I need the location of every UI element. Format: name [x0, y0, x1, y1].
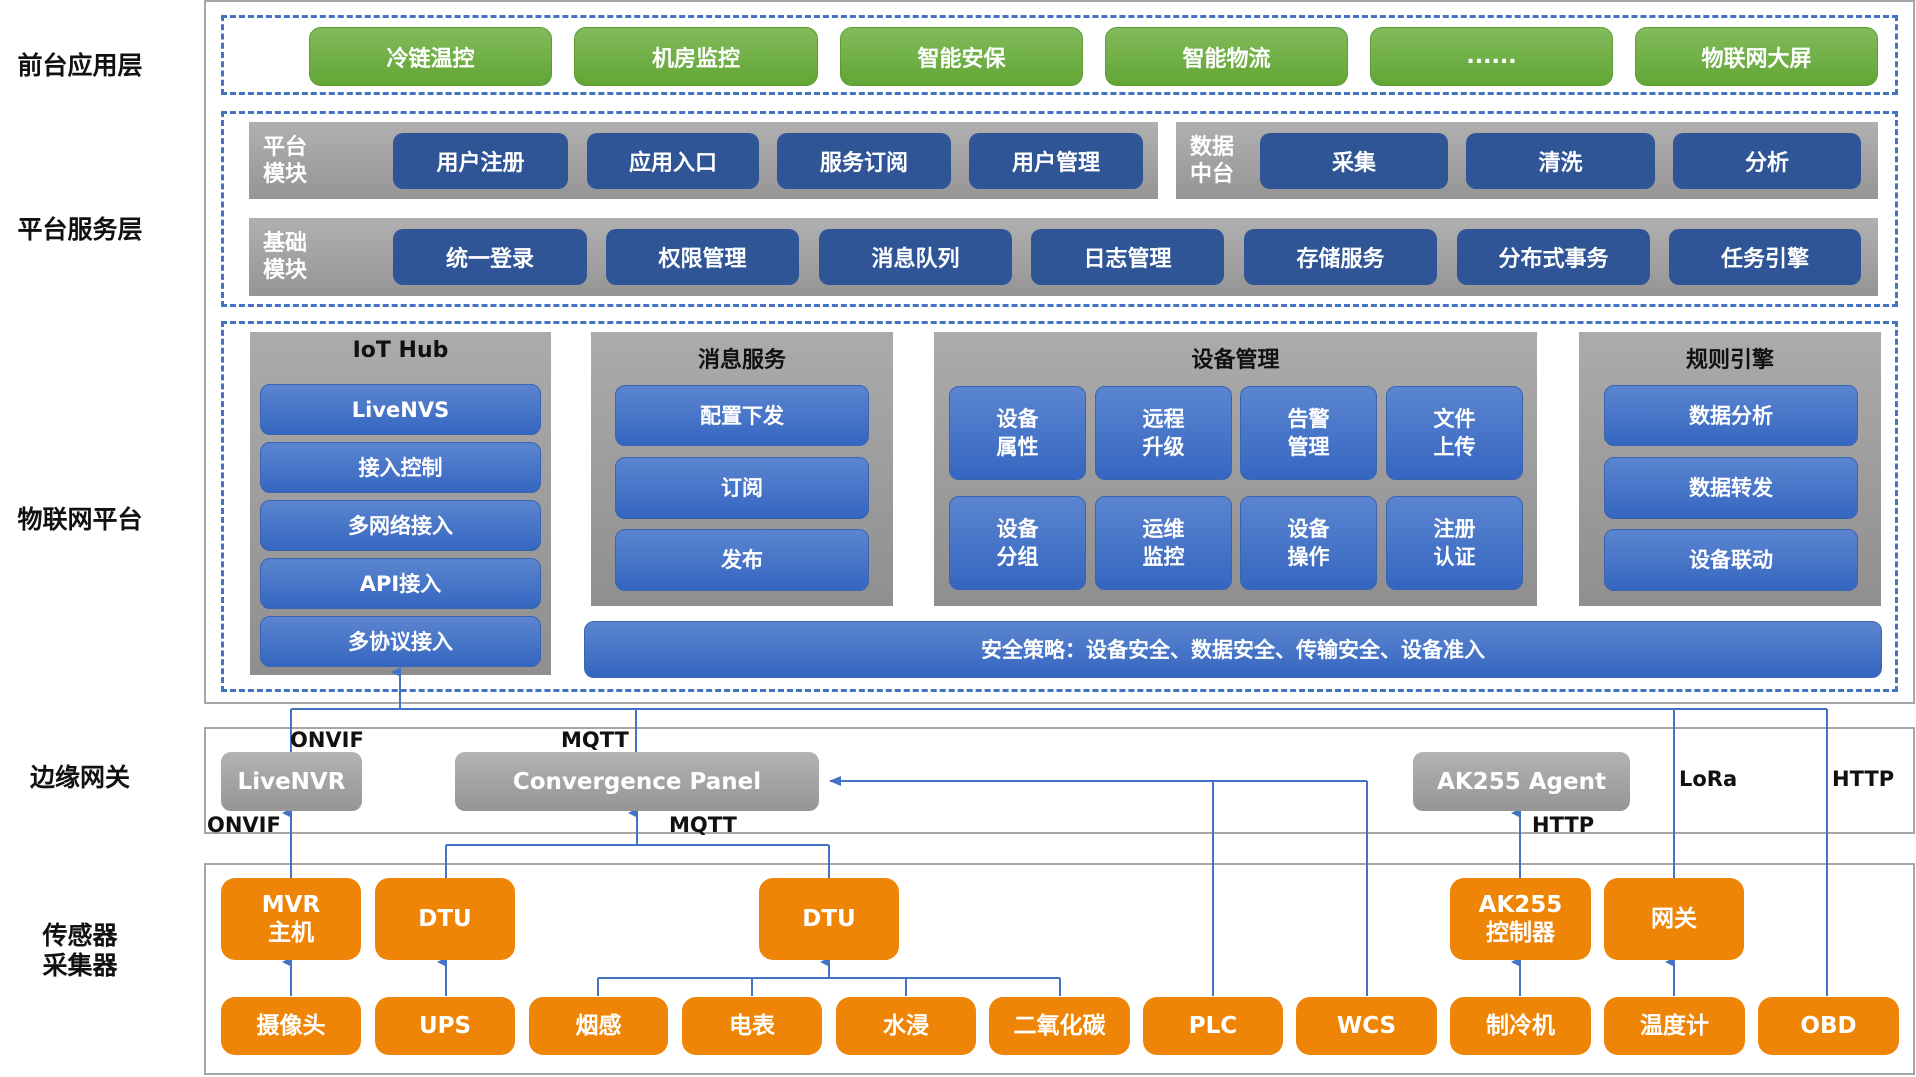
gateway-ak255-agent[interactable]: AK255 Agent: [1413, 752, 1630, 811]
sensor-chiller[interactable]: 制冷机: [1450, 997, 1591, 1055]
platform-module-label: 平台 模块: [263, 134, 308, 187]
message-service-title: 消息服务: [697, 348, 786, 373]
layer-label-front: 前台应用层: [17, 51, 143, 80]
sensor-wcs[interactable]: WCS: [1296, 997, 1437, 1055]
base-permission[interactable]: 权限管理: [606, 229, 799, 285]
module-user-management[interactable]: 用户管理: [969, 133, 1143, 189]
dm-alarm-management[interactable]: 告警 管理: [1240, 386, 1377, 480]
dm-remote-upgrade[interactable]: 远程 升级: [1095, 386, 1232, 480]
layer-label-service: 平台服务层: [17, 215, 143, 244]
collector-dtu-2[interactable]: DTU: [759, 878, 899, 960]
sensor-electric-meter[interactable]: 电表: [682, 997, 822, 1055]
protocol-lora: LoRa: [1679, 767, 1738, 791]
base-message-queue[interactable]: 消息队列: [819, 229, 1012, 285]
protocol-http-agent: HTTP: [1532, 813, 1595, 837]
app-security[interactable]: 智能安保: [840, 27, 1083, 86]
gateway-convergence-panel[interactable]: Convergence Panel: [455, 752, 819, 811]
data-clean[interactable]: 清洗: [1466, 133, 1655, 189]
sensor-ups[interactable]: UPS: [375, 997, 515, 1055]
collector-dtu-1[interactable]: DTU: [375, 878, 515, 960]
dm-file-upload[interactable]: 文件 上传: [1386, 386, 1523, 480]
iot-platform-group: [221, 321, 1898, 692]
sensor-smoke[interactable]: 烟感: [529, 997, 668, 1055]
service-layer-group: [221, 111, 1898, 307]
hub-multi-network[interactable]: 多网络接入: [260, 500, 541, 551]
dm-device-attributes[interactable]: 设备 属性: [949, 386, 1086, 480]
module-user-register[interactable]: 用户注册: [393, 133, 568, 189]
app-logistics[interactable]: 智能物流: [1105, 27, 1348, 86]
base-task-engine[interactable]: 任务引擎: [1669, 229, 1861, 285]
layer-label-edge-gateway: 边缘网关: [29, 763, 130, 792]
app-cold-chain[interactable]: 冷链温控: [309, 27, 552, 86]
msg-publish[interactable]: 发布: [615, 529, 869, 591]
base-unified-login[interactable]: 统一登录: [393, 229, 587, 285]
protocol-onvif-down: ONVIF: [207, 813, 281, 837]
protocol-mqtt-down: MQTT: [669, 813, 737, 837]
dm-register-auth[interactable]: 注册 认证: [1386, 496, 1523, 590]
sensor-camera[interactable]: 摄像头: [221, 997, 361, 1055]
base-distributed-tx[interactable]: 分布式事务: [1457, 229, 1650, 285]
data-collect[interactable]: 采集: [1260, 133, 1448, 189]
msg-subscribe[interactable]: 订阅: [615, 457, 869, 519]
device-management-title: 设备管理: [1191, 348, 1280, 373]
protocol-onvif-up: ONVIF: [290, 728, 364, 752]
app-more[interactable]: ......: [1370, 27, 1613, 86]
dm-device-operation[interactable]: 设备 操作: [1240, 496, 1377, 590]
rule-data-forward[interactable]: 数据转发: [1604, 457, 1858, 519]
sensor-water-leak[interactable]: 水浸: [836, 997, 976, 1055]
sensor-co2[interactable]: 二氧化碳: [989, 997, 1130, 1055]
hub-livenvs[interactable]: LiveNVS: [260, 384, 541, 435]
rule-engine-title: 规则引擎: [1685, 348, 1774, 373]
msg-config-push[interactable]: 配置下发: [615, 385, 869, 446]
hub-multi-protocol[interactable]: 多协议接入: [260, 616, 541, 667]
rule-device-linkage[interactable]: 设备联动: [1604, 529, 1858, 591]
front-app-group: [221, 15, 1898, 95]
app-big-screen[interactable]: 物联网大屏: [1635, 27, 1878, 86]
base-storage[interactable]: 存储服务: [1244, 229, 1437, 285]
hub-access-control[interactable]: 接入控制: [260, 442, 541, 493]
protocol-http-obd: HTTP: [1832, 767, 1895, 791]
rule-data-analysis[interactable]: 数据分析: [1604, 385, 1858, 446]
layer-label-iot-platform: 物联网平台: [17, 505, 143, 534]
edge-frame: [204, 727, 1915, 834]
app-server-room[interactable]: 机房监控: [574, 27, 818, 86]
base-module-label: 基础 模块: [263, 231, 308, 283]
collector-ak255-controller[interactable]: AK255 控制器: [1450, 878, 1591, 960]
iot-hub-title: IoT Hub: [352, 338, 449, 363]
sensor-frame: [204, 863, 1915, 1075]
data-analyze[interactable]: 分析: [1673, 133, 1861, 189]
platform-frame: [204, 0, 1915, 704]
collector-mvr-host[interactable]: MVR 主机: [221, 878, 361, 960]
dm-ops-monitor[interactable]: 运维 监控: [1095, 496, 1232, 590]
gateway-livenvr[interactable]: LiveNVR: [221, 752, 362, 811]
sensor-plc[interactable]: PLC: [1143, 997, 1283, 1055]
hub-api-access[interactable]: API接入: [260, 558, 541, 609]
base-log-management[interactable]: 日志管理: [1031, 229, 1224, 285]
data-center-label: 数据 中台: [1190, 134, 1235, 187]
dm-device-group[interactable]: 设备 分组: [949, 496, 1086, 590]
sensor-obd[interactable]: OBD: [1758, 997, 1899, 1055]
module-app-entry[interactable]: 应用入口: [587, 133, 759, 189]
protocol-mqtt-up: MQTT: [561, 728, 629, 752]
sensor-thermometer[interactable]: 温度计: [1604, 997, 1745, 1055]
layer-label-sensor: 传感器 采集器: [42, 921, 118, 980]
module-service-subscribe[interactable]: 服务订阅: [777, 133, 951, 189]
security-policy-bar: 安全策略：设备安全、数据安全、传输安全、设备准入: [584, 621, 1882, 678]
collector-gateway[interactable]: 网关: [1604, 878, 1744, 960]
